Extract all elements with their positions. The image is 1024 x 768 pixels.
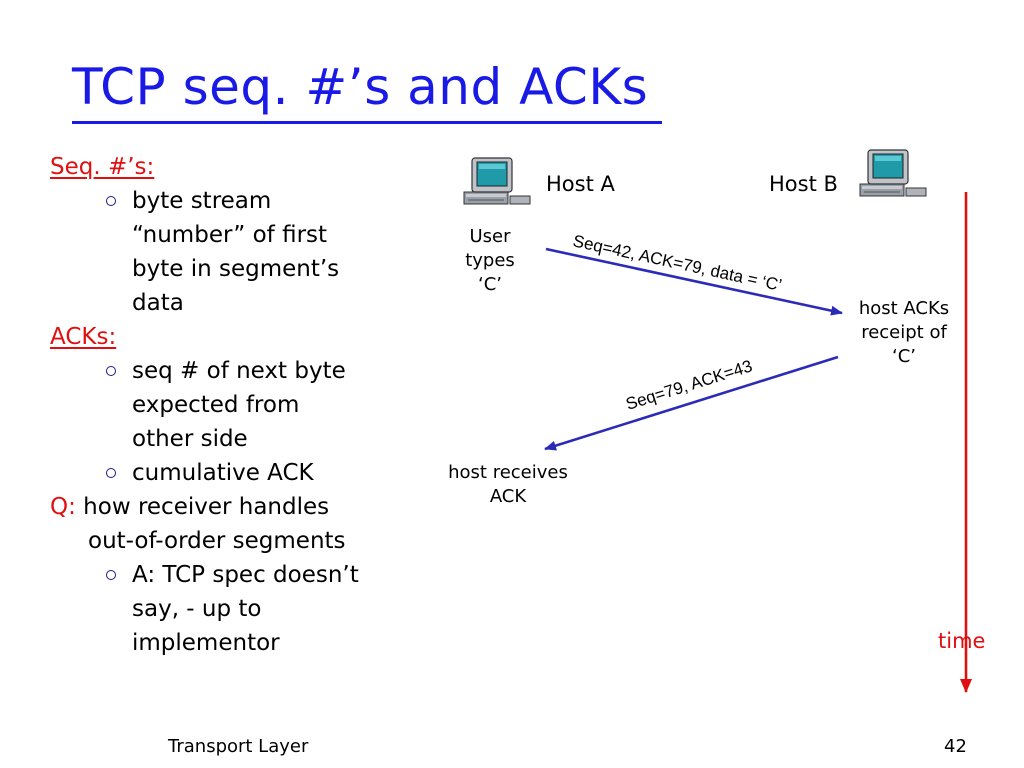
circle-bullet-icon [106, 196, 116, 206]
host-b-ack-note: host ACKs receipt of ‘C’ [858, 298, 950, 367]
q-label: Q: [50, 494, 76, 520]
circle-bullet-icon [106, 570, 116, 580]
bullet-item: byte stream “number” of first byte in se… [50, 184, 410, 320]
seq79-message: Seq=79, ACK=43 [624, 356, 755, 413]
host-b-computer-icon [859, 149, 927, 197]
host-a-receive-note: host receives ACK [448, 462, 568, 507]
bullet-item: A: TCP spec doesn’t say, - up to impleme… [50, 558, 410, 660]
seq42-message: Seq=42, ACK=79, data = ‘C’ [571, 231, 783, 295]
circle-bullet-icon [106, 366, 116, 376]
question-line: Q: how receiver handles out-of-order seg… [50, 494, 346, 554]
host-a-label: Host A [546, 172, 615, 196]
seq-heading: Seq. #’s: [50, 154, 155, 180]
page-number: 42 [944, 736, 967, 757]
time-label: time [938, 629, 986, 653]
host-b-label: Host B [769, 172, 838, 196]
seq42-arrow [545, 247, 843, 316]
bullet-item: seq # of next byte expected from other s… [50, 354, 410, 456]
host-a-computer-icon [463, 157, 531, 205]
bullet-list: Seq. #’s: byte stream “number” of first … [50, 150, 410, 660]
footer-section: Transport Layer [168, 736, 309, 757]
acks-heading: ACKs: [50, 324, 117, 350]
seq79-arrow [544, 355, 839, 451]
slide-title: TCP seq. #’s and ACKs [72, 58, 649, 116]
title-underline [72, 121, 662, 124]
bullet-item: cumulative ACK [50, 456, 410, 490]
circle-bullet-icon [106, 468, 116, 478]
user-types-note: User types ‘C’ [465, 226, 515, 295]
